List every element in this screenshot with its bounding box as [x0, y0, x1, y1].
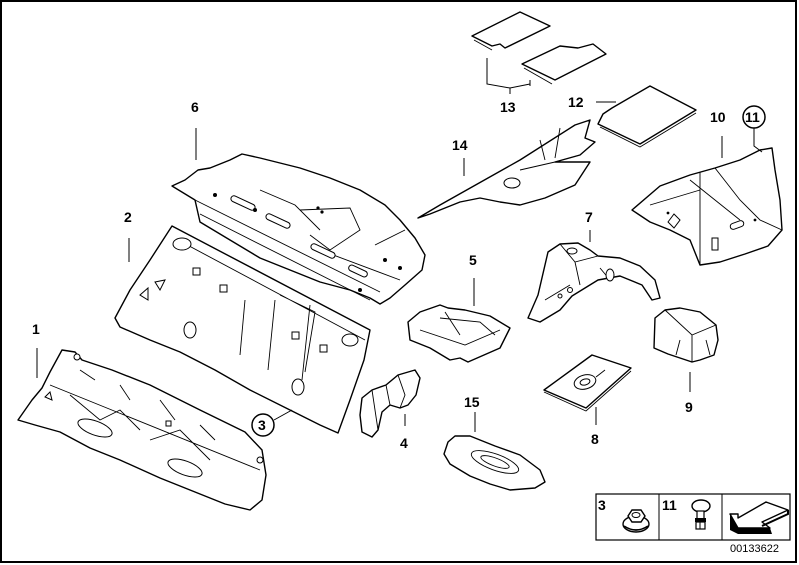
callout-3[interactable]: 3: [258, 417, 266, 433]
legend-item-arrow: [729, 501, 789, 534]
part-6-parcel-shelf[interactable]: [171, 153, 426, 305]
legend-item-3[interactable]: 3: [598, 497, 650, 533]
callout-2[interactable]: 2: [124, 209, 132, 225]
part-4-bracket[interactable]: [359, 369, 421, 438]
part-12-mat[interactable]: [597, 85, 697, 148]
callout-1[interactable]: 1: [32, 321, 40, 337]
callout-13[interactable]: 13: [500, 99, 516, 115]
leader-3: [273, 409, 293, 421]
callout-12[interactable]: 12: [568, 94, 584, 110]
callout-15[interactable]: 15: [464, 394, 480, 410]
part-7-wheel-arch[interactable]: [527, 242, 661, 323]
callout-8[interactable]: 8: [591, 431, 599, 447]
callout-3-circle: [251, 413, 275, 437]
legend-item-11-number: 11: [662, 497, 677, 513]
part-9-cover-cap[interactable]: [653, 307, 719, 363]
part-15-spare-wheel-well[interactable]: [443, 435, 546, 491]
hex-flange-nut-icon: [622, 509, 650, 533]
legend-item-3-number: 3: [598, 497, 606, 513]
diagram-code: 00133622: [730, 543, 779, 555]
part-5-tray[interactable]: [407, 304, 511, 363]
part-13-mats[interactable]: [471, 11, 607, 85]
callout-6[interactable]: 6: [191, 99, 199, 115]
leader-13: [486, 58, 531, 89]
part-1-floor-insulation[interactable]: [17, 349, 267, 511]
callout-11[interactable]: 11: [745, 109, 760, 125]
fastener-legend: 3 11 0013362: [595, 493, 791, 555]
callout-14[interactable]: 14: [452, 137, 468, 153]
arrow-down-left-icon: [729, 501, 789, 534]
callout-9[interactable]: 9: [685, 399, 693, 415]
callout-10[interactable]: 10: [710, 109, 726, 125]
expanding-rivet-icon: [691, 499, 711, 530]
callout-4[interactable]: 4: [400, 435, 408, 451]
part-2-seat-back-panel[interactable]: [114, 225, 371, 434]
part-14-insulation-strip[interactable]: [417, 119, 596, 219]
callout-5[interactable]: 5: [469, 252, 477, 268]
legend-item-11[interactable]: 11: [662, 497, 711, 530]
callout-7[interactable]: 7: [585, 209, 593, 225]
leader-11: [753, 128, 763, 153]
part-8-plate[interactable]: [543, 354, 632, 412]
part-10-side-trunk-insulation[interactable]: [631, 147, 783, 266]
